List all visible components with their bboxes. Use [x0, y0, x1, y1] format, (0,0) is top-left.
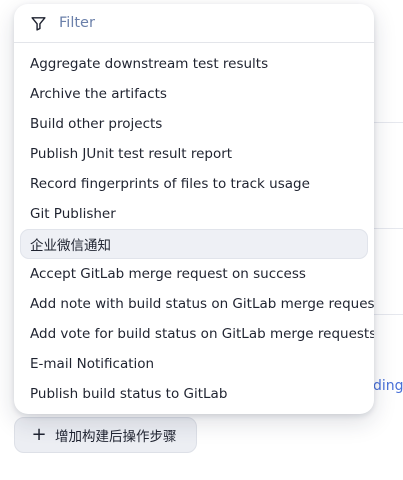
- add-post-build-step-button[interactable]: + 增加构建后操作步骤: [14, 417, 197, 453]
- dropdown-option[interactable]: Aggregate downstream test results: [30, 56, 269, 72]
- dropdown-option[interactable]: Accept GitLab merge request on success: [30, 266, 306, 282]
- filter-input[interactable]: [59, 15, 339, 31]
- dropdown-option[interactable]: Publish build status to GitLab: [30, 386, 228, 402]
- background-divider: [370, 314, 403, 315]
- add-post-build-step-label: 增加构建后操作步骤: [55, 429, 177, 445]
- dropdown-option[interactable]: E-mail Notification: [30, 356, 155, 372]
- background-divider: [370, 228, 403, 229]
- dropdown-option[interactable]: 企业微信通知: [20, 229, 368, 259]
- background-partial-link[interactable]: ding: [373, 378, 403, 394]
- dropdown-option[interactable]: Publish JUnit test result report: [30, 146, 233, 162]
- filter-icon: [30, 15, 47, 32]
- dropdown-option[interactable]: Git Publisher: [30, 206, 116, 222]
- dropdown-option[interactable]: Archive the artifacts: [30, 86, 167, 102]
- dropdown-option[interactable]: Record fingerprints of files to track us…: [30, 176, 310, 192]
- filter-row: [14, 4, 374, 43]
- plus-icon: +: [31, 424, 47, 445]
- dropdown-option[interactable]: Add vote for build status on GitLab merg…: [30, 326, 374, 342]
- post-build-action-dropdown: Aggregate downstream test resultsArchive…: [14, 4, 374, 414]
- dropdown-option[interactable]: Add note with build status on GitLab mer…: [30, 296, 374, 312]
- background-divider: [370, 122, 403, 123]
- dropdown-option[interactable]: Build other projects: [30, 116, 163, 132]
